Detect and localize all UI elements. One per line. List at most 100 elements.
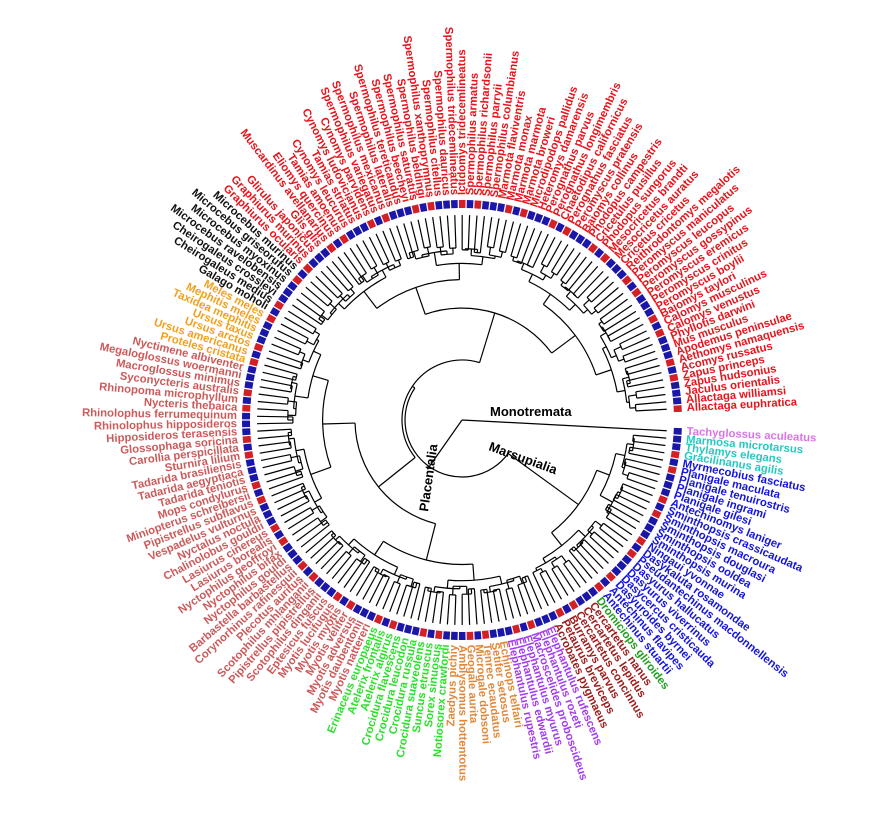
branch	[614, 347, 621, 350]
branch	[311, 467, 331, 474]
branch	[629, 453, 663, 460]
branch	[375, 568, 377, 571]
branch	[629, 395, 637, 396]
branch	[603, 347, 607, 349]
trait-ring-segment	[474, 200, 481, 208]
trait-ring-segment	[482, 201, 489, 210]
branch	[616, 494, 647, 509]
branch	[566, 291, 570, 296]
trait-ring-segment	[541, 216, 550, 226]
trait-ring-segment	[527, 211, 536, 221]
branch	[596, 370, 611, 375]
branch	[301, 293, 324, 311]
branch	[259, 394, 289, 398]
branch	[474, 589, 477, 625]
branch	[462, 420, 507, 422]
trait-ring-segment	[669, 374, 678, 382]
branch	[527, 231, 541, 265]
branch	[425, 218, 430, 246]
branch	[427, 247, 429, 256]
branch	[323, 522, 327, 525]
branch	[623, 377, 629, 379]
branch-arc	[425, 308, 551, 353]
branch	[257, 409, 288, 411]
branch	[339, 303, 345, 309]
branch	[533, 234, 549, 267]
branch	[304, 491, 309, 493]
branch	[382, 270, 386, 277]
branch	[551, 273, 554, 278]
branch	[359, 279, 362, 283]
branch	[292, 518, 317, 535]
trait-ring-segment	[247, 466, 256, 474]
branch	[609, 504, 640, 522]
trait-ring-segment	[658, 495, 668, 504]
branch	[315, 498, 322, 502]
trait-ring-segment	[534, 213, 543, 223]
branch	[487, 217, 491, 247]
branch	[288, 311, 316, 328]
branch	[350, 248, 366, 273]
branch	[369, 574, 383, 602]
trait-ring-segment	[443, 200, 450, 208]
branch	[447, 580, 448, 588]
trait-ring-segment	[673, 436, 682, 443]
trait-ring-segment	[242, 421, 250, 428]
branch	[500, 576, 502, 584]
trait-ring-segment	[244, 451, 253, 459]
branch	[547, 241, 562, 267]
branch	[499, 589, 506, 620]
branch	[313, 376, 329, 381]
branch	[295, 396, 308, 398]
branch	[311, 535, 336, 558]
branch	[600, 333, 606, 336]
trait-ring-segment	[451, 632, 458, 640]
branch	[493, 590, 499, 621]
branch	[552, 563, 555, 568]
branch	[364, 560, 367, 564]
branch	[434, 587, 435, 592]
branch	[529, 274, 533, 281]
trait-ring-segment	[243, 389, 252, 397]
trait-ring-segment	[389, 620, 398, 630]
branch	[363, 570, 379, 600]
trait-ring-segment	[527, 620, 536, 630]
branch	[543, 294, 550, 304]
branch	[481, 590, 485, 624]
branch	[316, 541, 339, 563]
branch-arc	[365, 558, 370, 561]
trait-ring-segment	[671, 451, 680, 459]
branch	[533, 573, 548, 606]
branch	[319, 319, 323, 322]
trait-ring-segment	[404, 206, 412, 215]
trait-ring-segment	[674, 428, 682, 435]
branch	[311, 282, 332, 302]
branch	[394, 567, 397, 574]
branch	[455, 595, 456, 625]
branch	[630, 447, 664, 453]
trait-ring-segment	[254, 343, 264, 352]
trait-ring-segment	[251, 350, 261, 359]
branch	[369, 237, 383, 265]
trait-ring-segment	[412, 626, 420, 635]
trait-ring-segment	[497, 203, 505, 212]
trait-ring-segment	[254, 488, 264, 497]
branch	[494, 218, 499, 247]
branch	[613, 500, 643, 516]
branch	[447, 216, 449, 249]
branch	[338, 559, 357, 584]
branch	[414, 252, 416, 259]
branch	[418, 220, 424, 248]
branch	[292, 305, 321, 325]
branch	[363, 241, 377, 266]
branch	[584, 300, 590, 305]
branch	[327, 266, 349, 291]
trait-ring-segment	[249, 358, 258, 366]
trait-ring-segment	[367, 611, 376, 621]
branch	[584, 540, 608, 564]
trait-ring-segment	[443, 631, 450, 639]
branch	[473, 564, 474, 580]
branch	[433, 217, 437, 248]
branch	[323, 423, 355, 424]
branch	[380, 569, 383, 574]
